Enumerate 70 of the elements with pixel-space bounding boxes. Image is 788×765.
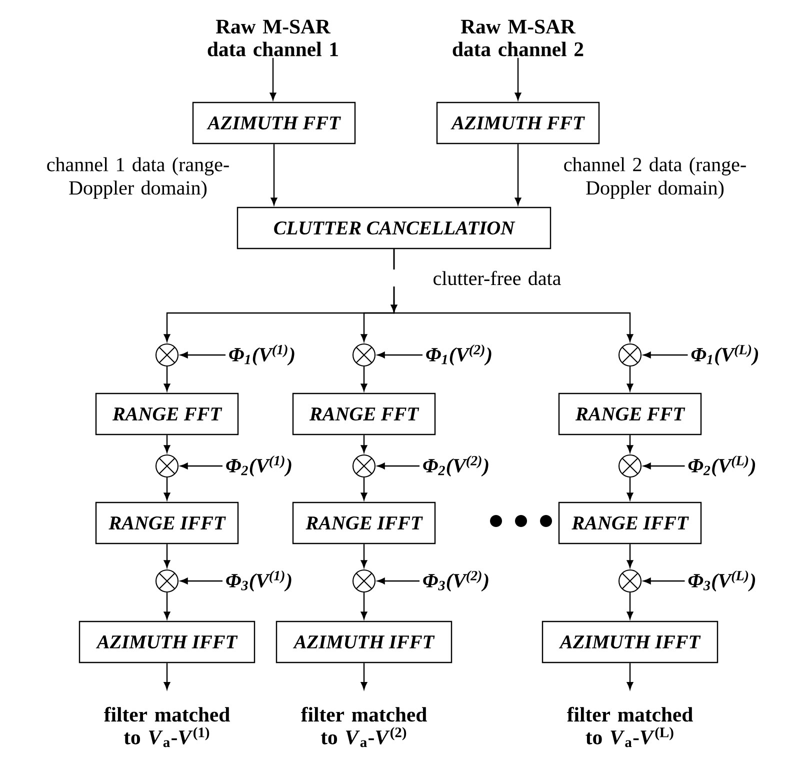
output-label: filter matched to V$_{a}$-V$^{(1)}$ xyxy=(104,706,230,748)
arrow xyxy=(180,578,223,584)
arrow xyxy=(626,435,634,453)
arrow xyxy=(643,462,685,470)
arrow xyxy=(360,592,368,620)
input-label: Raw M-SAR data channel 1 xyxy=(208,20,338,56)
arrow xyxy=(643,352,688,358)
arrow xyxy=(626,366,634,392)
edge-label: channel 2 data (range-Doppler domain) xyxy=(564,157,746,199)
multiplier-symbol xyxy=(155,343,179,367)
arrow xyxy=(360,435,368,453)
process-box: RANGE IFFT xyxy=(95,502,239,544)
arrow xyxy=(360,663,368,690)
arrow xyxy=(164,663,170,690)
arrow xyxy=(180,352,226,358)
arrow xyxy=(270,144,278,206)
edge-label: clutter-free data xyxy=(434,270,561,286)
process-box: CLUTTER CANCELLATION xyxy=(236,206,552,250)
phase-function-label: Φ$_{1}$(V$^{(2)}$) xyxy=(426,344,492,366)
process-box: RANGE FFT xyxy=(292,392,436,436)
process-box: RANGE FFT xyxy=(95,392,239,436)
arrow xyxy=(377,578,420,584)
phase-function-label: Φ$_{3}$(V$^{(1)}$) xyxy=(226,570,292,592)
output-label: filter matched to V$_{a}$-V$^{(2)}$ xyxy=(301,706,427,748)
process-box: RANGE IFFT xyxy=(558,502,702,544)
multiplier-symbol xyxy=(618,569,642,593)
output-label: filter matched to V$_{a}$-V$^{(L)}$ xyxy=(567,706,693,748)
arrow xyxy=(164,435,170,453)
arrow xyxy=(270,58,276,100)
phase-function-label: Φ$_{3}$(V$^{(L)}$) xyxy=(688,570,756,592)
arrow xyxy=(514,58,522,100)
phase-function-label: Φ$_{2}$(V$^{(L)}$) xyxy=(688,456,756,476)
arrow xyxy=(164,544,170,568)
multiplier-symbol xyxy=(155,569,179,593)
arrow xyxy=(643,578,685,584)
multiplier-symbol xyxy=(352,569,376,593)
phase-function-label: Φ$_{1}$(V$^{(L)}$) xyxy=(691,344,758,366)
arrow xyxy=(626,592,634,620)
input-label: Raw M-SAR data channel 2 xyxy=(452,20,584,56)
process-box: AZIMUTH IFFT xyxy=(78,620,256,664)
multiplier-symbol xyxy=(618,454,642,478)
multiplier-symbol xyxy=(352,454,376,478)
arrow xyxy=(626,478,634,500)
multiplier-symbol xyxy=(618,343,642,367)
arrow xyxy=(393,249,634,342)
process-box: AZIMUTH FFT xyxy=(436,102,600,144)
arrow xyxy=(164,478,170,500)
arrow xyxy=(164,366,170,392)
process-box: AZIMUTH IFFT xyxy=(276,620,452,664)
process-box: AZIMUTH IFFT xyxy=(542,620,718,664)
arrow xyxy=(360,478,368,500)
arrow xyxy=(164,592,170,620)
process-box: AZIMUTH FFT xyxy=(192,102,356,144)
phase-function-label: Φ$_{1}$(V$^{(1)}$) xyxy=(229,344,294,366)
arrow xyxy=(377,352,423,358)
arrow xyxy=(514,144,522,206)
multiplier-symbol xyxy=(352,343,376,367)
process-box: RANGE IFFT xyxy=(292,502,436,544)
phase-function-label: Φ$_{2}$(V$^{(1)}$) xyxy=(226,456,292,476)
arrow xyxy=(180,462,223,470)
edge-label: channel 1 data (range-Doppler domain) xyxy=(47,157,229,199)
arrow xyxy=(360,544,368,568)
process-box: RANGE FFT xyxy=(558,392,702,436)
phase-function-label: Φ$_{2}$(V$^{(2)}$) xyxy=(423,456,488,476)
phase-function-label: Φ$_{3}$(V$^{(2)}$) xyxy=(423,570,488,592)
arrow xyxy=(626,663,634,690)
arrow xyxy=(360,366,368,392)
arrow xyxy=(377,462,420,470)
arrow xyxy=(626,544,634,568)
multiplier-symbol xyxy=(155,454,179,478)
